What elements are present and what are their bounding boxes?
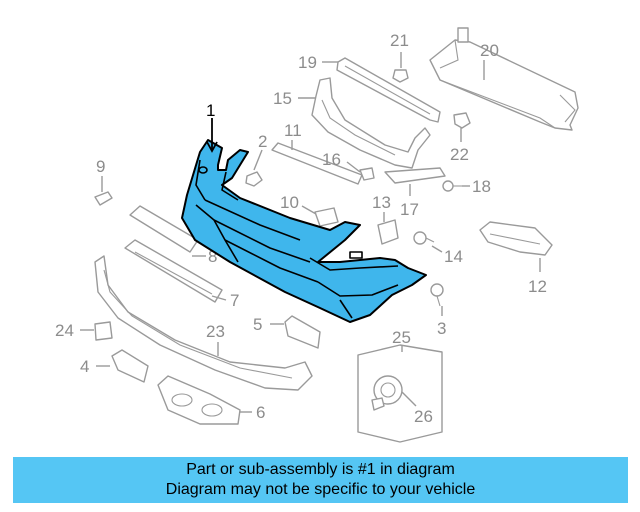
part-18-bolt [442,180,462,192]
banner-line-1: Part or sub-assembly is #1 in diagram [186,461,455,478]
part-22-clip [453,112,471,129]
part-6-fog-bezel [157,375,241,425]
callout-6: 6 [256,403,265,422]
callout-23: 23 [206,322,225,341]
info-banner: Part or sub-assembly is #1 in diagram Di… [13,457,628,503]
part-3-bolt [430,283,444,307]
callout-17: 17 [400,200,419,219]
parts-diagram: 20 21 19 15 22 11 16 17 1 [55,27,579,443]
part-4-reflector [111,349,149,383]
callout-22: 22 [450,145,469,164]
callout-20: 20 [480,41,499,60]
callout-5: 5 [253,315,262,334]
callout-16: 16 [322,150,341,169]
callout-26: 26 [414,407,433,426]
part-21-nut [392,69,409,83]
part-5-reflector [284,315,321,349]
part-23-lower-valance [94,255,313,391]
callout-10: 10 [280,193,299,212]
part-13-bracket [377,219,399,245]
part-15-support-frame [311,77,431,169]
callout-12: 12 [528,277,547,296]
part-12-fog-cover [479,221,553,256]
callout-9: 9 [96,157,105,176]
leader-14 [431,245,443,253]
leader-7 [211,295,227,301]
callout-18: 18 [472,177,491,196]
leader-10 [301,205,317,215]
arrowhead-1 [206,141,218,153]
part-9-bracket [94,191,113,206]
callout-1: 1 [206,101,215,120]
part-24-cover [94,321,113,341]
callout-4: 4 [80,357,89,376]
callout-11: 11 [284,121,302,140]
leader-26 [401,391,417,407]
callout-8: 8 [208,247,217,266]
part-10-cover [314,207,339,227]
callout-13: 13 [372,193,391,212]
callout-25: 25 [392,328,411,347]
callout-7: 7 [230,291,239,310]
callout-24: 24 [55,321,74,340]
part-1-bumper-cover [181,139,427,323]
part-14-bolt [413,231,435,245]
callout-2: 2 [258,132,267,151]
part-16-clip [359,167,375,181]
part-17-bracket [384,167,446,184]
part-2-clip [245,171,263,187]
callout-14: 14 [444,247,463,266]
callout-21: 21 [390,31,409,50]
leader-16 [346,161,361,173]
part-19-upper-bracket [336,57,441,123]
leader-2 [253,149,263,171]
callout-15: 15 [273,89,292,108]
part-7-lower-grille [124,239,223,303]
part-20-reinforcement [429,27,579,131]
banner-line-2: Diagram may not be specific to your vehi… [165,481,476,498]
callout-3: 3 [437,319,446,338]
part-25-sensor-kit [357,344,443,443]
callout-19: 19 [298,53,317,72]
